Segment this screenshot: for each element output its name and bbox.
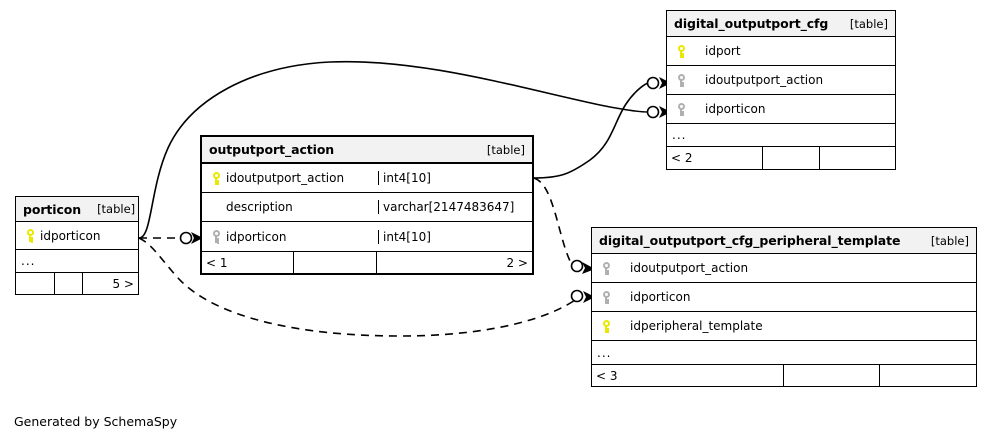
table-footer: < 3 [592,364,976,386]
foreign-key-icon [206,230,226,243]
table-digital-outputport-cfg[interactable]: digital_outputport_cfg [table] idport id… [666,10,896,170]
table-type-tag: [table] [930,233,969,248]
primary-key-icon [596,319,616,333]
more-columns-ellipsis: ... [597,345,612,360]
footer-cell-right: 2 > [506,255,528,270]
column-name-cell: idporticon [667,102,895,116]
table-columns: idoutputport_action int4[10] description… [202,164,532,251]
more-columns-ellipsis: ... [672,128,687,142]
edge-action-digital-cfg [533,82,649,179]
column-name-cell: idperipheral_template [592,319,976,333]
table-columns: idporticon ... [16,222,138,272]
foreign-key-icon [596,261,616,275]
foreign-key-icon [671,73,691,87]
table-type-tag: [table] [849,16,888,31]
column-name: idport [705,44,741,58]
table-columns: idport idoutputport_action idporticon ..… [667,37,895,146]
table-row[interactable]: idporticon [16,222,138,250]
table-digital-outputport-cfg-peripheral-template[interactable]: digital_outputport_cfg_peripheral_templa… [591,227,977,387]
table-title: digital_outputport_cfg [674,16,829,31]
column-type: varchar[2147483647] [378,200,532,214]
column-name-cell: idoutputport_action [667,73,895,87]
edge-endpoint-circle [646,76,660,90]
column-name-cell: idport [667,44,895,58]
column-name: idporticon [226,229,287,244]
table-footer: < 2 [667,146,895,169]
table-header: digital_outputport_cfg_peripheral_templa… [592,228,976,254]
column-name-cell: idporticon [16,229,138,243]
table-header: outputport_action [table] [202,137,532,164]
column-name-cell: idoutputport_action [592,261,976,275]
table-row[interactable]: idport [667,37,895,66]
table-outputport-action[interactable]: outputport_action [table] idoutputport_a… [200,135,534,275]
column-name: idoutputport_action [226,171,345,185]
table-row[interactable]: idporticon [592,283,976,312]
primary-key-icon [671,44,691,58]
column-name-cell: idoutputport_action [202,171,378,185]
column-name: idperipheral_template [630,319,763,333]
primary-key-icon [206,171,226,185]
column-name: idoutputport_action [630,261,749,275]
table-row[interactable]: idperipheral_template [592,312,976,341]
table-footer: < 1 2 > [202,251,532,273]
table-row[interactable]: idporticon int4[10] [202,222,532,251]
column-name-cell: idporticon [592,290,976,304]
footer-cell-right [820,147,895,169]
footer-cell-left [16,273,56,294]
table-row[interactable]: idoutputport_action int4[10] [202,164,532,193]
column-name: description [226,200,293,214]
primary-key-icon [20,229,40,242]
edge-endpoint-circle [570,259,584,273]
table-type-tag: [table] [486,142,525,157]
footer-cell-right: 5 > [112,276,134,291]
table-more-row: ... [667,124,895,146]
table-footer: 5 > [16,272,138,294]
foreign-key-icon [596,290,616,304]
table-type-tag: [table] [97,202,136,216]
table-header: porticon [table] [16,197,138,222]
table-title: outputport_action [209,142,335,157]
footer-cell-mid [784,365,880,386]
table-header: digital_outputport_cfg [table] [667,11,895,37]
column-type: int4[10] [378,229,532,244]
table-porticon[interactable]: porticon [table] idporticon ... 5 > [15,196,139,295]
column-name: idporticon [630,290,691,304]
table-row[interactable]: idoutputport_action [667,66,895,95]
table-title: digital_outputport_cfg_peripheral_templa… [599,233,901,248]
table-columns: idoutputport_action idporticon idperiphe… [592,254,976,364]
footer-cell-mid [55,273,84,294]
generated-by-credit: Generated by SchemaSpy [14,414,178,429]
footer-cell-mid [763,147,820,169]
edge-endpoint-circle [646,105,660,119]
table-title: porticon [23,201,82,217]
column-name: idporticon [40,228,101,243]
edge-action-peripheral-template [533,177,573,266]
foreign-key-icon [671,102,691,116]
column-name-cell: description [202,200,378,214]
column-name-cell: idporticon [202,230,378,244]
footer-cell-mid [294,252,377,273]
footer-cell-left: < 2 [667,147,763,169]
table-row[interactable]: description varchar[2147483647] [202,193,532,222]
footer-cell-left: < 3 [592,365,784,386]
table-more-row: ... [592,341,976,364]
column-name: idporticon [705,102,766,116]
column-type: int4[10] [378,171,532,185]
table-row[interactable]: idoutputport_action [592,254,976,283]
footer-cell-right [880,365,976,386]
edge-endpoint-circle [570,289,584,303]
column-name: idoutputport_action [705,73,824,87]
table-more-row: ... [16,250,138,272]
table-row[interactable]: idporticon [667,95,895,124]
more-columns-ellipsis: ... [21,254,36,268]
footer-cell-left: < 1 [202,252,295,273]
edge-endpoint-circle [179,231,193,245]
